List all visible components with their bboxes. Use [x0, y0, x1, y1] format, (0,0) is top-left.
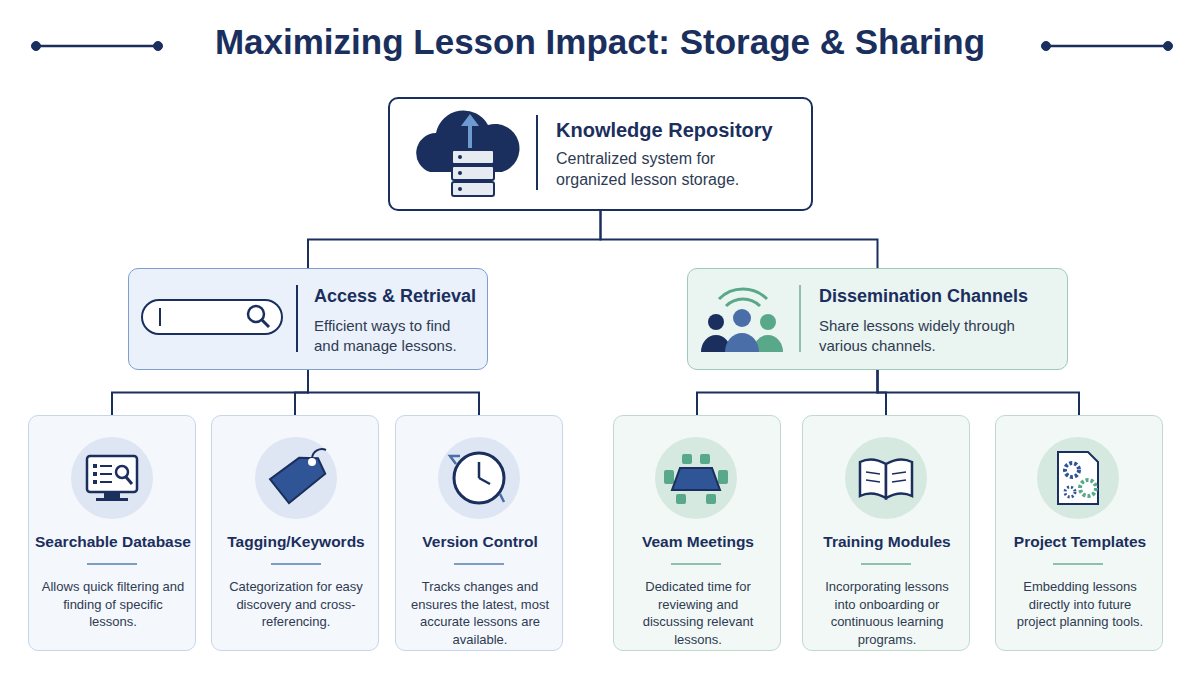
category-card: Project TemplatesEmbedding lessons direc…: [995, 415, 1163, 651]
cloud-server-icon: [416, 110, 519, 196]
node-description: Dedicated time for reviewing and discuss…: [626, 578, 770, 648]
node-description: Centralized system for organized lesson …: [556, 149, 766, 191]
node-heading: Veam Meetings: [618, 533, 778, 552]
book-icon: [860, 459, 912, 498]
category-card: Training ModulesIncorporating lessons in…: [802, 415, 970, 651]
node-heading: Knowledge Repository: [556, 118, 806, 142]
node-description: Incorporating lessons into onboarding or…: [815, 578, 959, 648]
category-card: Tagging/KeywordsCategorization for easy …: [211, 415, 379, 651]
heading-underline: [87, 563, 1103, 565]
connector-line: [295, 370, 308, 415]
connector-line: [697, 370, 878, 415]
diagram-title: Maximizing Lesson Impact: Storage & Shar…: [170, 22, 1030, 62]
node-description: Efficient ways to find and manage lesson…: [314, 316, 479, 355]
category-card: Searchable DatabaseAllows quick filterin…: [28, 415, 196, 651]
connector-line: [308, 211, 601, 268]
tag-icon: [265, 445, 330, 511]
node-heading: Dissemination Channels: [819, 286, 1064, 308]
connector-line: [601, 211, 878, 268]
node-heading: Training Modules: [807, 533, 967, 552]
template-gears-icon: [1058, 452, 1098, 504]
category-card: Version ControlTracks changes and ensure…: [395, 415, 563, 651]
connector-line: [878, 370, 1080, 415]
divider: [296, 285, 298, 352]
connector-line: [308, 370, 479, 415]
node-description: Allows quick filtering and finding of sp…: [41, 578, 185, 631]
node-description: Tracks changes and ensures the latest, m…: [408, 578, 552, 648]
divider: [536, 115, 538, 190]
search-bar-icon: [142, 300, 282, 334]
node-description: Embedding lessons directly into future p…: [1008, 578, 1152, 631]
category-card: Veam MeetingsDedicated time for reviewin…: [613, 415, 781, 651]
divider: [799, 285, 801, 352]
title-rule-right: [1042, 42, 1173, 51]
title-rule-left: [32, 42, 163, 51]
branch-box: Dissemination ChannelsShare lessons wide…: [687, 268, 1068, 370]
node-heading: Project Templates: [1000, 533, 1160, 552]
node-heading: Tagging/Keywords: [216, 533, 376, 552]
node-heading: Searchable Database: [33, 533, 193, 552]
meeting-table-icon: [664, 454, 728, 504]
database-monitor-icon: [87, 456, 137, 501]
root-box: Knowledge RepositoryCentralized system f…: [388, 97, 813, 211]
clock-icon: [450, 453, 504, 503]
node-heading: Version Control: [400, 533, 560, 552]
node-description: Categorization for easy discovery and cr…: [224, 578, 368, 631]
branch-box: Access & RetrievalEfficient ways to find…: [128, 268, 488, 370]
icon-circle: [71, 437, 1119, 519]
node-description: Share lessons widely through various cha…: [819, 316, 1029, 355]
node-heading: Access & Retrieval: [314, 286, 489, 308]
connector-line: [112, 370, 308, 415]
people-icon: [701, 289, 783, 352]
